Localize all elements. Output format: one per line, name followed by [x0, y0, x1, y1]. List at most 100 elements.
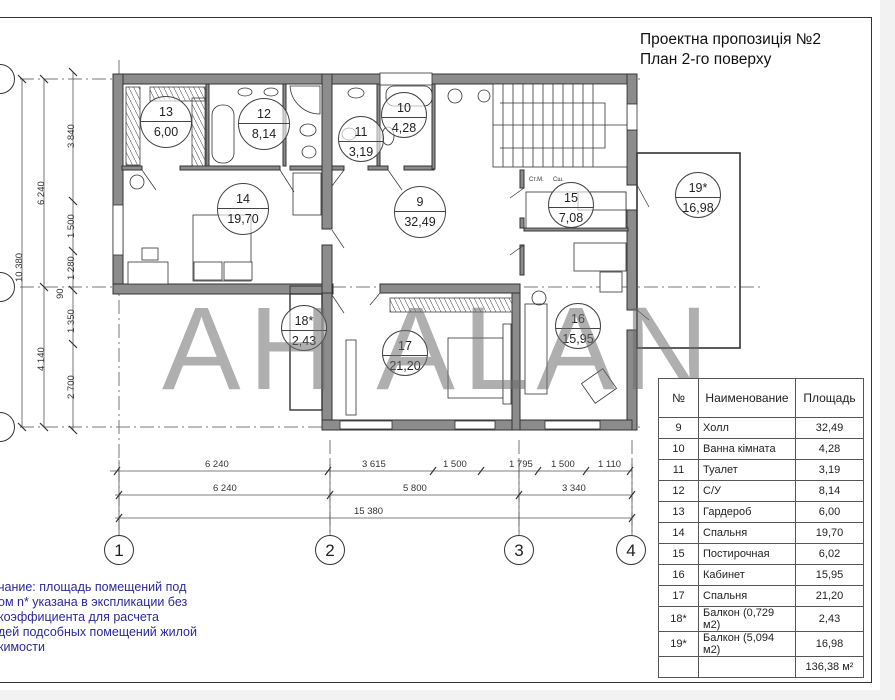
- table-row: 19*Балкон (5,094 м2)16,98: [658, 631, 864, 657]
- cell-name: С/У: [698, 480, 796, 502]
- dimension-lines: [21, 72, 633, 535]
- drawing-frame: [0, 17, 872, 683]
- cell-area: 16,98: [795, 631, 864, 657]
- cell-name: Кабинет: [698, 564, 796, 586]
- cell-area: 6,00: [795, 501, 864, 523]
- dim-v-outer: 10 380: [14, 252, 25, 282]
- closet-label-b: Сш.: [553, 177, 564, 183]
- cell-name: Туалет: [698, 459, 796, 481]
- stair: [492, 83, 628, 168]
- note-line: коэффициента для расчета: [0, 610, 159, 624]
- cell-name: Гардероб: [698, 501, 796, 523]
- dim-v-mid-1: 4 140: [36, 347, 47, 371]
- cell-number: 18*: [658, 606, 699, 632]
- dim-v-inner-5: 2 700: [66, 375, 77, 399]
- dim-v-inner-3: 90: [55, 288, 66, 299]
- cell-number: 12: [658, 480, 699, 502]
- drawing-sheet: Проектна пропозиція №2 План 2-го поверху: [0, 0, 880, 690]
- cell-name: Спальня: [698, 522, 796, 544]
- dim-h2-1: 5 800: [403, 483, 427, 494]
- total-area: 136,38 м²: [795, 656, 864, 678]
- dim-h1-3: 1 795: [509, 459, 533, 470]
- table-header-row: № Наименование Площадь: [658, 378, 864, 418]
- cell-number: 13: [658, 501, 699, 523]
- title-line-2: План 2-го поверху: [640, 51, 772, 68]
- cell-area: 4,28: [795, 438, 864, 460]
- balcony-18: [289, 293, 323, 411]
- note-line: кимости: [0, 640, 45, 654]
- dim-v-mid-0: 6 240: [36, 181, 47, 205]
- room-label-18: 18*2,43: [281, 305, 327, 351]
- dim-h2-2: 3 340: [562, 483, 586, 494]
- axis-bubble-1: 1: [104, 535, 134, 565]
- closet-label-a: Ст.М.: [529, 177, 544, 183]
- cell-area: 6,02: [795, 543, 864, 565]
- cell-area: 19,70: [795, 522, 864, 544]
- cell-number: 11: [658, 459, 699, 481]
- dim-h1-5: 1 110: [598, 459, 622, 470]
- dim-v-inner-2: 1 280: [66, 256, 77, 280]
- title-line-1: Проектна пропозиція №2: [640, 31, 822, 48]
- cell-name: Спальня: [698, 585, 796, 607]
- cell-number: 10: [658, 438, 699, 460]
- cell-area: 15,95: [795, 564, 864, 586]
- cell-name: Ванна кімната: [698, 438, 796, 460]
- cell-area: 8,14: [795, 480, 864, 502]
- axis-bubble-2: 2: [315, 535, 345, 565]
- balcony-19: [636, 152, 741, 349]
- cell-number: 15: [658, 543, 699, 565]
- dim-h2-0: 6 240: [213, 483, 237, 494]
- note-line: дей подсобных помещений жилой: [0, 625, 197, 639]
- cell-name: Холл: [698, 417, 796, 439]
- note-line: чание: площадь помещений под: [0, 580, 187, 594]
- dim-h1-1: 3 615: [362, 459, 386, 470]
- note-line: ом n* указана в экспликации без: [0, 595, 188, 609]
- header-number: №: [658, 378, 699, 418]
- plant-icons: [129, 88, 547, 306]
- drawing-title: Проектна пропозиція №2 План 2-го поверху: [640, 30, 821, 70]
- cell-number: 17: [658, 585, 699, 607]
- cell-number: 19*: [658, 631, 699, 657]
- dim-v-inner-0: 3 840: [66, 124, 77, 148]
- cell-name: Балкон (0,729 м2): [698, 606, 796, 632]
- table-total-row: 136,38 м²: [658, 656, 864, 678]
- dim-h1-0: 6 240: [205, 459, 229, 470]
- area-note: чание: площадь помещений под ом n* указа…: [0, 580, 258, 655]
- cell-name: Постирочная: [698, 543, 796, 565]
- room-label-19: 19*16,98: [675, 172, 721, 218]
- dim-h1-2: 1 500: [443, 459, 467, 470]
- cell-area: 21,20: [795, 585, 864, 607]
- header-name: Наименование: [698, 378, 796, 418]
- cell-number: 9: [658, 417, 699, 439]
- axis-bubble-4: 4: [616, 535, 646, 565]
- dim-h1-4: 1 500: [551, 459, 575, 470]
- dim-v-inner-1: 1 500: [66, 214, 77, 238]
- dim-v-inner-4: 1 350: [66, 309, 77, 333]
- cell-area: 2,43: [795, 606, 864, 632]
- dim-h-total: 15 380: [354, 506, 384, 517]
- header-area: Площадь: [795, 378, 864, 418]
- table-row: 18*Балкон (0,729 м2)2,43: [658, 606, 864, 632]
- cell-number: 14: [658, 522, 699, 544]
- cell-name: Балкон (5,094 м2): [698, 631, 796, 657]
- cell-number: 16: [658, 564, 699, 586]
